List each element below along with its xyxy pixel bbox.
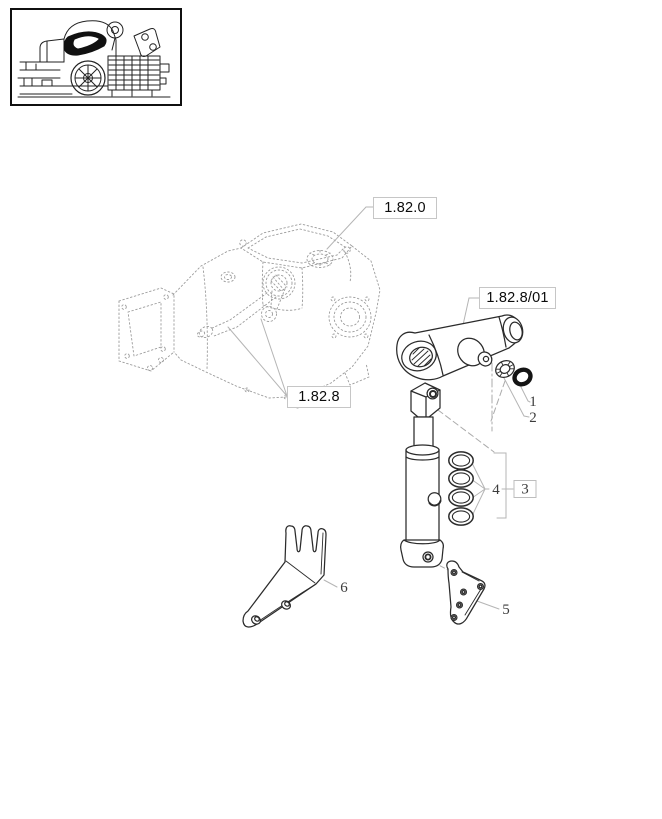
callout-1: 1 [529,394,537,410]
kit-ref-3-box[interactable]: 3 [513,480,537,498]
callout-5: 5 [502,602,510,618]
ghost-housing-drawing [118,223,381,409]
tractor-rear-overview-sketch [17,20,171,98]
section-ref-1.82.8[interactable]: 1.82.8 [287,386,351,408]
lift-rocker-arm-part[interactable] [396,314,526,381]
seal-rings-part-4[interactable] [448,451,474,526]
callout-3: 3 [521,482,529,498]
plate-bracket-part-5[interactable] [446,560,486,625]
callout-4: 4 [492,482,500,498]
callout-6: 6 [340,580,348,596]
washer-part-2[interactable] [493,357,517,380]
lift-cylinder-part[interactable] [400,382,444,568]
fork-bracket-part-6[interactable] [242,525,327,628]
o-ring-part-1[interactable] [512,367,533,387]
section-ref-1.82.0[interactable]: 1.82.0 [373,197,437,219]
callout-2: 2 [529,410,537,426]
callout-numbers: 1 2 4 5 6 [340,394,537,618]
leader-lines [227,206,531,610]
overview-thumbnail[interactable] [10,8,182,106]
section-ref-1.82.8-01[interactable]: 1.82.8/01 [479,287,556,309]
